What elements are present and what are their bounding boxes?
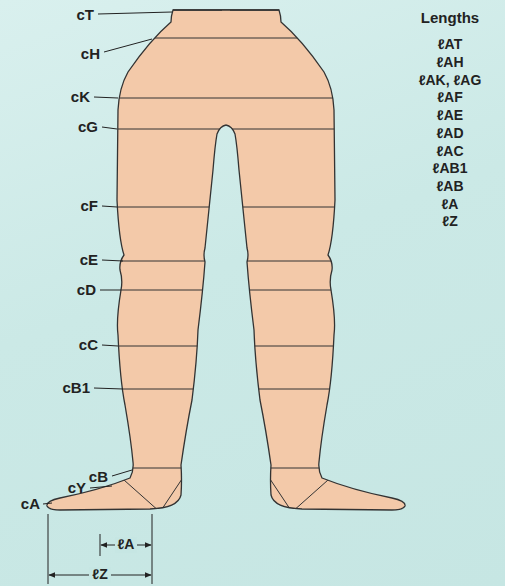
lengths-heading: Lengths bbox=[421, 10, 479, 27]
extension-line bbox=[100, 534, 101, 556]
foot-line bbox=[160, 476, 184, 512]
foot-line bbox=[292, 480, 328, 512]
leader-line bbox=[102, 260, 123, 261]
circumference-label: cC bbox=[79, 337, 98, 354]
leader-line bbox=[100, 290, 121, 291]
circumference-line bbox=[90, 468, 370, 469]
length-label: ℓAT bbox=[438, 37, 462, 52]
circumference-line bbox=[90, 38, 370, 39]
length-label: ℓAB1 bbox=[433, 161, 468, 176]
length-label: ℓAH bbox=[436, 55, 463, 70]
circumference-label: cA bbox=[21, 496, 40, 513]
circumference-line bbox=[90, 207, 370, 208]
length-label: ℓAD bbox=[436, 126, 463, 141]
left-leg-outline bbox=[47, 10, 226, 510]
dimension-lines bbox=[48, 514, 152, 584]
circumference-label: cG bbox=[78, 119, 98, 136]
leader-line bbox=[102, 206, 117, 207]
extension-line bbox=[48, 514, 49, 584]
circumference-label: cH bbox=[81, 46, 100, 63]
circumference-line bbox=[90, 261, 370, 262]
leader-line bbox=[90, 486, 112, 488]
length-label: ℓZ bbox=[442, 214, 457, 229]
right-leg-outline bbox=[226, 10, 405, 510]
circumference-label: cT bbox=[76, 7, 94, 24]
length-label: ℓAB bbox=[436, 179, 463, 194]
length-label: ℓAK, ℓAG bbox=[419, 73, 482, 88]
leader-line bbox=[104, 39, 152, 52]
circumference-line bbox=[90, 389, 370, 390]
leader-line bbox=[112, 470, 132, 476]
circumference-label: cB bbox=[89, 469, 108, 486]
circumference-label: cY bbox=[68, 480, 86, 497]
circumference-line bbox=[90, 346, 370, 347]
length-label: ℓA bbox=[442, 197, 459, 212]
circumference-line bbox=[90, 98, 370, 99]
leader-line bbox=[94, 97, 118, 98]
seam-cover bbox=[222, 10, 230, 124]
circumference-label: cE bbox=[80, 252, 98, 269]
circumference-line bbox=[90, 290, 370, 291]
circumference-label: cK bbox=[71, 89, 90, 106]
circumference-label: cF bbox=[80, 198, 98, 215]
extension-line bbox=[152, 514, 153, 584]
leader-line bbox=[102, 127, 117, 129]
foot-line bbox=[268, 476, 292, 512]
foot-line bbox=[124, 480, 160, 512]
circumference-lines bbox=[90, 38, 370, 512]
length-label: ℓAC bbox=[436, 144, 463, 159]
circumference-line bbox=[90, 129, 370, 130]
leader-line bbox=[94, 388, 123, 389]
length-label: ℓAE bbox=[437, 108, 463, 123]
leader-lines bbox=[43, 12, 172, 504]
length-label: ℓAF bbox=[437, 90, 463, 105]
dimension-label: ℓA bbox=[115, 537, 138, 552]
leg-figure bbox=[47, 10, 405, 510]
leader-line bbox=[43, 503, 52, 504]
leader-line bbox=[102, 345, 118, 346]
leader-line bbox=[98, 12, 172, 14]
waist-edge bbox=[173, 9, 279, 10]
circumference-label: cD bbox=[77, 282, 96, 299]
circumference-label: cB1 bbox=[62, 380, 90, 397]
dimension-label: ℓZ bbox=[89, 567, 110, 582]
